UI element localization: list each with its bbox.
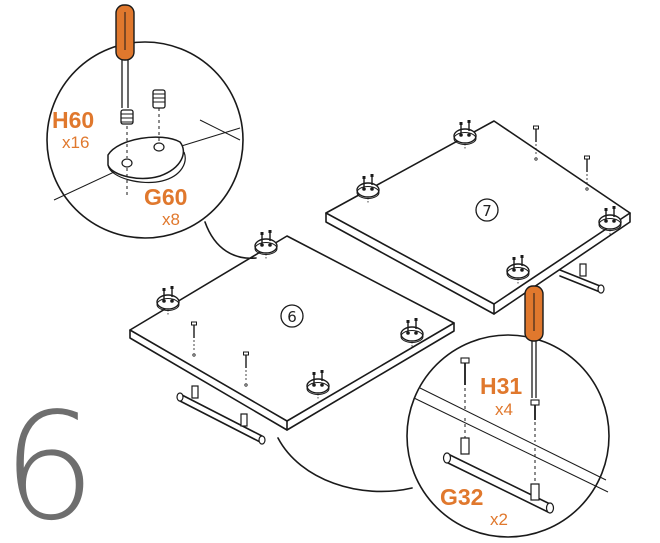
mounting-plate	[156, 285, 180, 316]
panel-6: 6	[129, 229, 455, 445]
screwdriver-icon	[115, 4, 135, 108]
mounting-plate	[306, 369, 330, 400]
bolt-h31	[530, 399, 540, 442]
mounting-plate	[453, 119, 477, 150]
screw-h60	[152, 89, 166, 109]
part-qty-g32: x2	[490, 510, 508, 529]
panel-7: 7	[325, 119, 631, 315]
bolt	[242, 351, 250, 387]
mounting-plate	[506, 254, 530, 285]
panel-6-badge	[280, 304, 304, 328]
detail-callout-bottom: H31 x4 G32 x2	[277, 285, 610, 538]
part-code-g32: G32	[440, 484, 483, 510]
handle	[559, 263, 605, 294]
bolt	[190, 321, 198, 357]
mounting-plate	[356, 173, 380, 204]
part-code-h31: H31	[480, 373, 522, 399]
screw-h60	[120, 109, 134, 125]
handle-g32	[442, 418, 555, 514]
panel-7-number: 7	[482, 202, 492, 220]
part-code-g60: G60	[144, 184, 187, 210]
panel-6-number: 6	[287, 308, 297, 326]
part-code-h60: H60	[52, 107, 94, 133]
bolt	[532, 125, 540, 161]
screwdriver-icon	[524, 285, 544, 398]
step-number: 6	[2, 381, 96, 543]
detail-callout-top: H60 x16 G60 x8	[46, 4, 257, 260]
mounting-plate	[254, 229, 278, 260]
bolt-h31	[460, 357, 470, 412]
panel-7-badge	[475, 198, 499, 222]
part-qty-g60: x8	[162, 210, 180, 229]
part-qty-h60: x16	[62, 133, 89, 152]
handle	[176, 385, 266, 445]
part-qty-h31: x4	[495, 400, 513, 419]
